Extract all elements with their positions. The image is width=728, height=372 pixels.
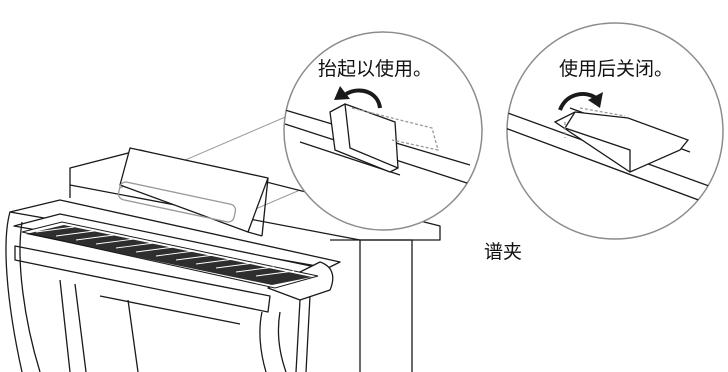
close-instruction-label: 使用后关闭。 — [559, 58, 674, 80]
callout-close — [506, 22, 724, 240]
keyboard — [21, 221, 319, 289]
curved-arrow-left-icon — [334, 86, 382, 109]
open-instruction-label: 抬起以使用。 — [318, 58, 433, 80]
curved-arrow-right-icon — [558, 92, 603, 111]
callout-open — [283, 31, 483, 231]
score-clip-label: 谱夹 — [484, 241, 523, 263]
score-clip-highlight-box — [117, 181, 237, 223]
